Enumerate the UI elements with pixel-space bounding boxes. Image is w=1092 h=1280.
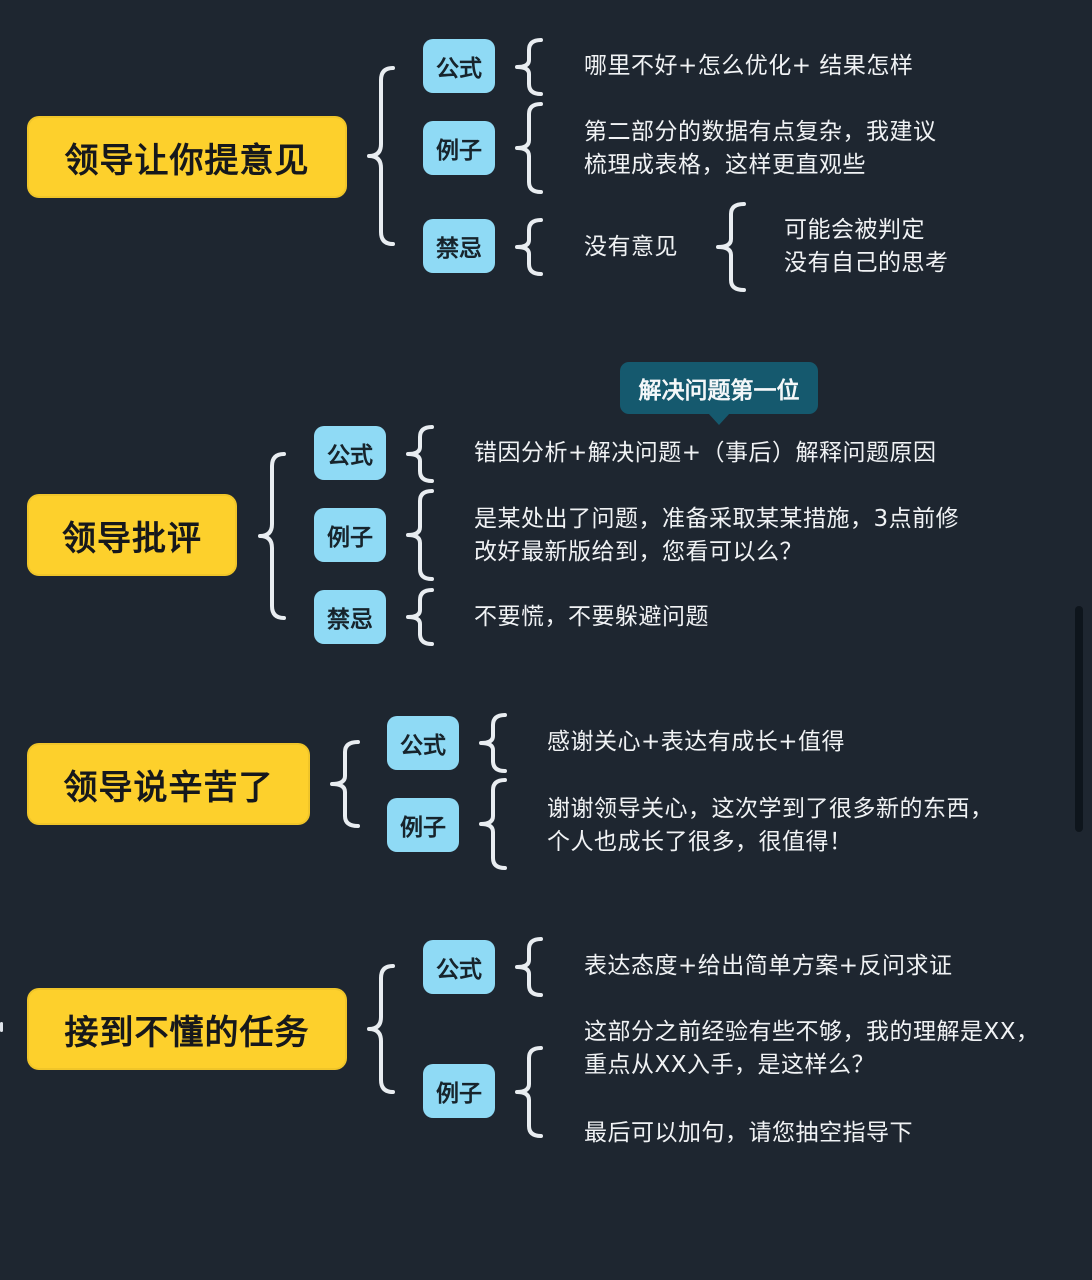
connector-stub [0, 1022, 3, 1032]
brace-icon [479, 778, 507, 870]
formula-text: 哪里不好+怎么优化+ 结果怎样 [584, 53, 914, 79]
brace-icon [515, 1046, 543, 1138]
brace-icon [367, 66, 395, 246]
brace-icon [515, 218, 543, 276]
taboo-consequence-line-1: 可能会被判定 [784, 217, 925, 243]
brace-icon [716, 202, 746, 292]
topic-node[interactable]: 领导说辛苦了 [27, 743, 310, 825]
example-text-line-1: 这部分之前经验有些不够，我的理解是XX， [584, 1019, 1040, 1045]
example-text-line-3: 最后可以加句，请您抽空指导下 [584, 1120, 913, 1146]
example-text-line-1: 谢谢领导关心，这次学到了很多新的东西， [547, 796, 994, 822]
brace-icon [515, 102, 543, 194]
formula-text: 感谢关心+表达有成长+值得 [547, 729, 846, 755]
tag-example[interactable]: 例子 [387, 798, 459, 852]
topic-node[interactable]: 接到不懂的任务 [27, 988, 347, 1070]
tag-formula[interactable]: 公式 [423, 39, 495, 93]
example-text-line-1: 是某处出了问题，准备采取某某措施，3点前修 [474, 506, 960, 532]
brace-icon [406, 489, 434, 581]
brace-icon [406, 588, 434, 646]
brace-icon [515, 38, 543, 96]
brace-icon [258, 452, 286, 620]
tag-example[interactable]: 例子 [423, 121, 495, 175]
brace-icon [367, 964, 395, 1094]
taboo-consequence-line-2: 没有自己的思考 [784, 250, 949, 276]
tag-formula[interactable]: 公式 [387, 716, 459, 770]
tag-taboo[interactable]: 禁忌 [423, 219, 495, 273]
tag-formula[interactable]: 公式 [423, 940, 495, 994]
brace-icon [330, 740, 360, 828]
example-text-line-2: 梳理成表格，这样更直观些 [584, 152, 866, 178]
example-text-line-2: 改好最新版给到，您看可以么？ [474, 539, 803, 565]
tag-taboo[interactable]: 禁忌 [314, 590, 386, 644]
example-text-line-2: 重点从XX入手，是这样么？ [584, 1052, 876, 1078]
brace-icon [479, 713, 507, 773]
formula-text: 表达态度+给出简单方案+反问求证 [584, 953, 953, 979]
example-text-line-1: 第二部分的数据有点复杂，我建议 [584, 119, 937, 145]
formula-text: 错因分析+解决问题+（事后）解释问题原因 [474, 440, 937, 466]
tag-formula[interactable]: 公式 [314, 426, 386, 480]
example-text-line-2: 个人也成长了很多，很值得！ [547, 829, 853, 855]
tag-example[interactable]: 例子 [423, 1064, 495, 1118]
taboo-text: 没有意见 [584, 234, 678, 260]
topic-node[interactable]: 领导让你提意见 [27, 116, 347, 198]
topic-node[interactable]: 领导批评 [27, 494, 237, 576]
callout-note: 解决问题第一位 [620, 362, 818, 414]
taboo-text: 不要慌，不要躲避问题 [474, 604, 709, 630]
brace-icon [515, 937, 543, 997]
brace-icon [406, 425, 434, 483]
tag-example[interactable]: 例子 [314, 508, 386, 562]
vertical-scrollbar[interactable] [1075, 606, 1083, 832]
